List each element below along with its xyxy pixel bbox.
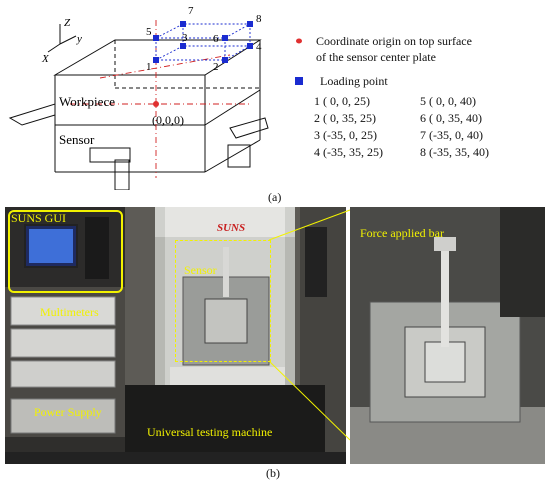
lab-setup-photo: SUNS: [5, 207, 346, 464]
coord-row-4-right: 8 (-35, 35, 40): [420, 145, 489, 159]
sensor-body: [8, 90, 269, 190]
point-label-2: 2: [213, 61, 219, 73]
loading-point-3: [180, 43, 186, 49]
loading-point-2: [222, 57, 228, 63]
coord-row-3-right: 7 (-35, 0, 40): [420, 128, 483, 142]
loading-legend-icon: [295, 77, 303, 85]
coord-row-2-right: 6 ( 0, 35, 40): [420, 111, 482, 125]
point-label-1: 1: [146, 61, 152, 73]
loading-point-6: [222, 35, 228, 41]
workpiece-box: [53, 39, 262, 126]
brand-mark: SUNS: [217, 222, 246, 234]
coord-row-4-left: 4 (-35, 35, 25): [314, 145, 383, 159]
force-bar-label: Force applied bar: [360, 226, 444, 240]
machine-label: Universal testing machine: [147, 425, 273, 439]
suns-gui-highlight: [8, 210, 123, 293]
coord-row-1-right: 5 ( 0, 0, 40): [420, 94, 476, 108]
point-label-5: 5: [146, 26, 152, 38]
axis-x-label: X: [41, 53, 50, 65]
loading-point-5: [153, 35, 159, 41]
sensor-highlight: [175, 240, 271, 362]
point-label-4: 4: [256, 41, 262, 53]
caption-a: (a): [268, 190, 282, 204]
coord-row-1-left: 1 ( 0, 0, 25): [314, 94, 370, 108]
workpiece-label: Workpiece: [59, 94, 115, 109]
loading-legend-title: Loading point: [320, 74, 388, 88]
axis-z-label: Z: [64, 17, 71, 29]
power-supply-label: Power Supply: [34, 405, 102, 419]
origin-dot: [153, 101, 159, 107]
sensor-label: Sensor: [59, 132, 95, 147]
axis-y-label: y: [76, 33, 82, 45]
point-label-6: 6: [213, 33, 219, 45]
point-label-7: 7: [188, 5, 194, 17]
origin-legend-line1: Coordinate origin on top surface: [316, 34, 472, 48]
coord-row-3-left: 3 (-35, 0, 25): [314, 128, 377, 142]
point-label-8: 8: [256, 13, 262, 25]
loading-point-7: [180, 21, 186, 27]
coord-row-2-left: 2 ( 0, 35, 25): [314, 111, 376, 125]
sensor-closeup-photo: [350, 207, 545, 464]
test-setup-diagram: Z y X: [8, 5, 303, 190]
origin-label: (0,0,0): [152, 113, 184, 127]
sensor-photo-label: Sensor: [184, 263, 217, 277]
loading-point-1: [153, 57, 159, 63]
origin-legend-icon: [296, 38, 302, 44]
multimeters-label: Multimeters: [40, 305, 99, 319]
point-label-3: 3: [182, 32, 188, 44]
sensor-closeup-scene: [350, 207, 545, 464]
caption-b: (b): [266, 466, 280, 480]
suns-gui-label: SUNS GUI: [11, 211, 67, 225]
loading-point-4: [247, 43, 253, 49]
origin-legend-line2: of the sensor center plate: [316, 50, 436, 64]
loading-points: [153, 21, 253, 63]
axis-triad: [47, 24, 77, 53]
loading-point-8: [247, 21, 253, 27]
